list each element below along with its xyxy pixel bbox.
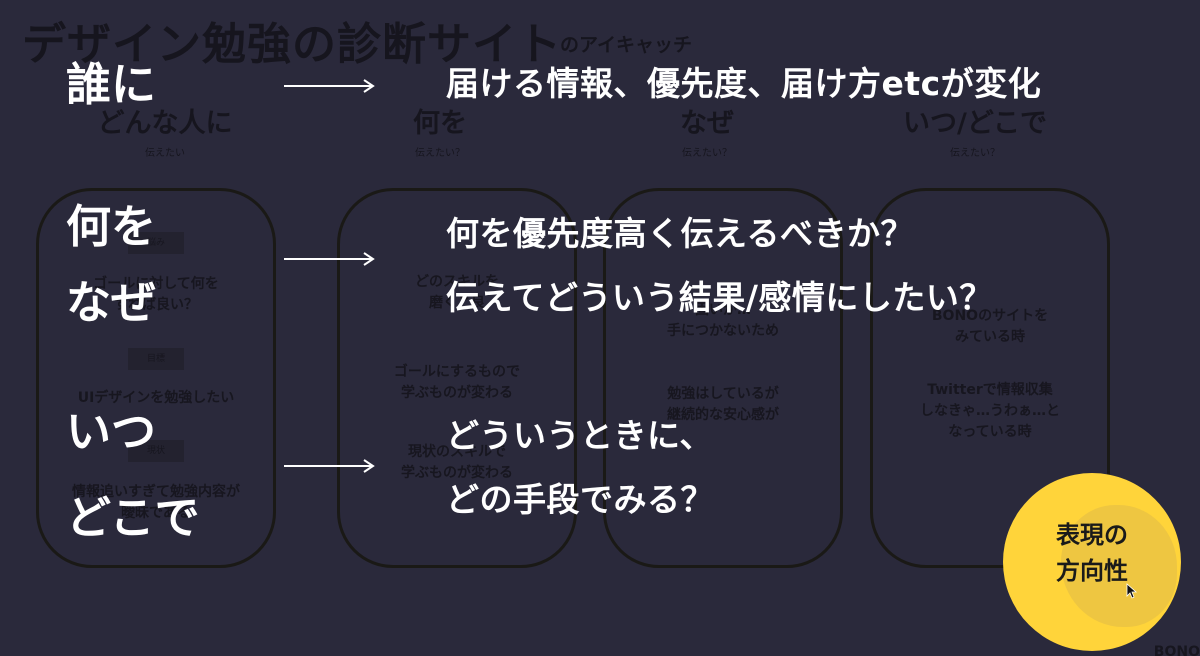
background-column-3: なぜ 伝えたい？ — [582, 106, 832, 159]
row-label-who: 誰に — [66, 58, 157, 111]
background-column-4: いつ/どこで 伝えたい？ — [850, 106, 1100, 159]
background-corner-logo: BONO — [1153, 644, 1200, 656]
right-arrow-icon — [284, 459, 375, 473]
row-desc-who: 届ける情報、優先度、届け方etcが変化 — [446, 64, 1042, 103]
background-card-4 — [870, 188, 1110, 568]
column-subheading: 伝えたい？ — [415, 148, 465, 159]
badge-line-1: 表現の — [1056, 521, 1128, 549]
badge-highlight — [1061, 505, 1177, 627]
background-column-2: 何を 伝えたい？ — [315, 106, 565, 159]
card-text: 固いが… 手につかないため — [667, 302, 779, 339]
card-text: ゴールに対して何を すれば良い？ — [93, 276, 219, 313]
column-subheading: 伝えたい？ — [950, 148, 1000, 159]
row-label-what: 何を — [66, 200, 157, 253]
mouse-cursor-icon — [1126, 583, 1138, 599]
card-text: Twitterで情報収集 しなきゃ…うわぁ…と なっている時 — [920, 382, 1060, 440]
column-heading: どんな人に — [97, 108, 233, 139]
card-text: どのスキルを 磨くと良 — [415, 274, 499, 311]
row-desc-when: どういうときに、 — [446, 416, 714, 455]
row-label-why: なぜ — [66, 276, 157, 329]
column-heading: なぜ — [680, 108, 734, 139]
card-tag: 現状 — [128, 440, 184, 462]
badge-line-2: 方向性 — [1056, 557, 1128, 585]
card-text: ゴールにするもので 学ぶものが変わる — [393, 364, 521, 401]
background-title: デザイン勉強の診断サイト — [22, 19, 562, 70]
row-label-when: いつ — [66, 405, 157, 458]
badge-label: 表現の 方向性 — [1003, 517, 1181, 589]
right-arrow-icon — [284, 79, 375, 93]
background-card-1 — [36, 188, 276, 568]
card-text: BONOのサイトを みている時 — [931, 308, 1049, 345]
background-card-2 — [337, 188, 577, 568]
column-subheading: 伝えたい？ — [682, 148, 732, 159]
card-text: 情報追いすぎて勉強内容が 曖昧である — [72, 484, 240, 521]
right-arrow-icon — [284, 252, 375, 266]
card-tag: 目標 — [128, 348, 184, 370]
row-desc-what: 何を優先度高く伝えるべきか？ — [446, 214, 915, 253]
background-subtitle: のアイキャッチ — [560, 34, 693, 56]
column-heading: 何を — [413, 108, 467, 139]
row-label-where: どこで — [66, 491, 200, 544]
row-desc-where: どの手段でみる？ — [446, 480, 714, 519]
column-heading: いつ/どこで — [902, 108, 1048, 139]
card-text: 勉強はしているが 継続的な安心感が — [667, 386, 779, 423]
card-text: 現状のスキルで 学ぶものが変わる — [401, 444, 513, 481]
column-subheading: 伝えたい — [145, 148, 185, 159]
background-card-3 — [603, 188, 843, 568]
background-column-1: どんな人に 伝えたい — [40, 106, 290, 159]
direction-badge[interactable]: 表現の 方向性 — [1003, 473, 1181, 651]
card-text: UIデザインを勉強したい — [77, 390, 235, 406]
card-tag: 悩み — [128, 232, 184, 254]
row-desc-why: 伝えてどういう結果/感情にしたい？ — [446, 278, 993, 317]
